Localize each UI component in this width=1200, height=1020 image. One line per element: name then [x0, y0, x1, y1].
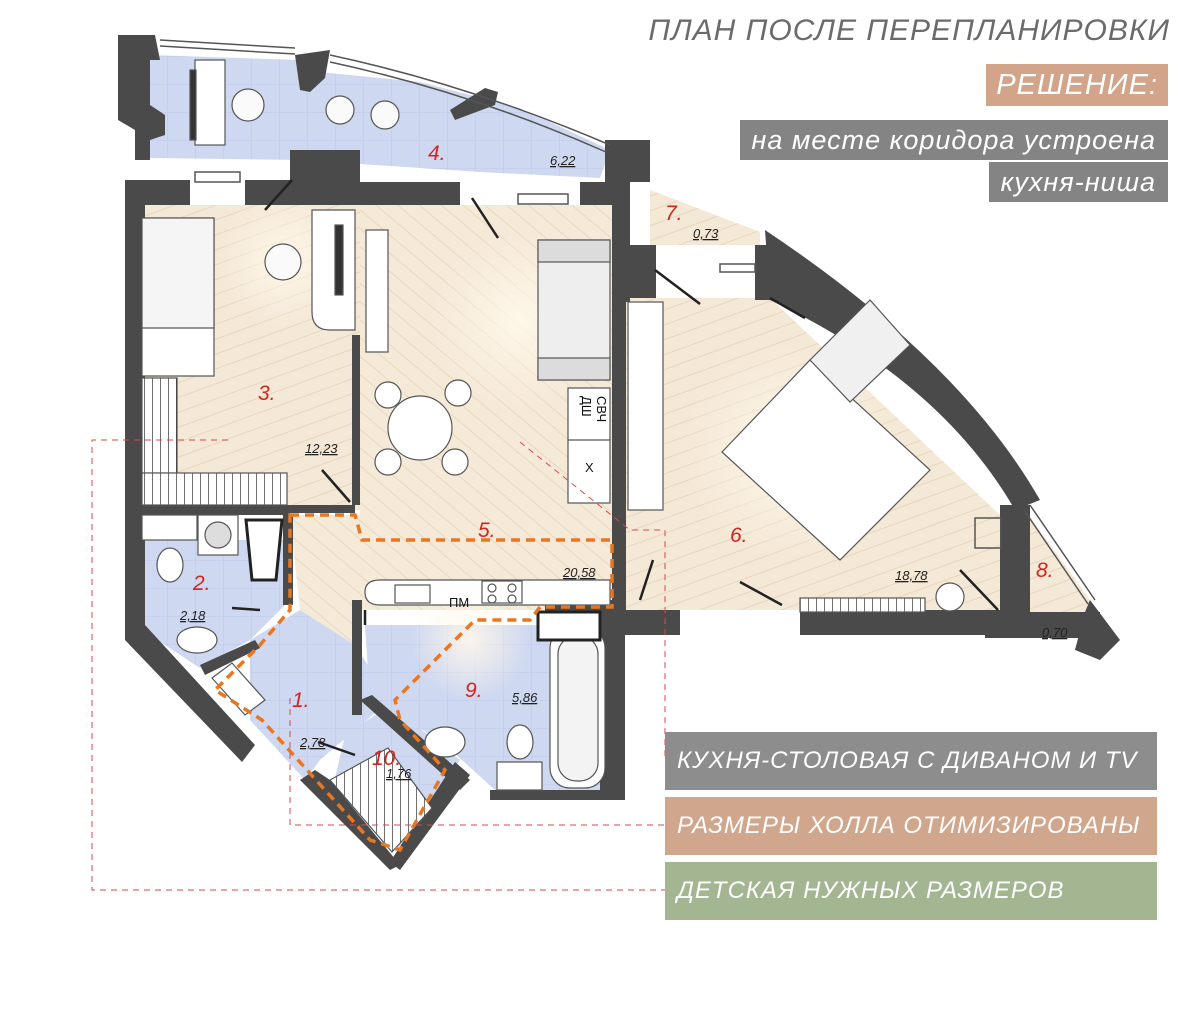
kitchen-callout-label: КУХНЯ-СТОЛОВАЯ С ДИВАНОМ И TV — [665, 732, 1157, 790]
room-area-6: 18,78 — [895, 568, 928, 583]
solution-badge: РЕШЕНИЕ: — [986, 64, 1168, 106]
room-area-9: 5,86 — [512, 690, 538, 705]
floor-closet-7 — [650, 190, 760, 245]
doors — [231, 179, 999, 757]
walls — [118, 35, 1120, 870]
hall-callout-label: РАЗМЕРЫ ХОЛЛА ОТИМИЗИРОВАНЫ — [665, 797, 1157, 855]
room-number-3: 3. — [258, 382, 276, 405]
room-number-4: 4. — [428, 142, 446, 165]
room-number-5: 5. — [478, 519, 496, 542]
room-number-1: 1. — [292, 689, 310, 712]
room-area-7: 0,73 — [693, 226, 719, 241]
highlight-outlines — [212, 513, 614, 853]
solution-note-line1: на месте коридора устроена — [739, 120, 1168, 160]
dishwasher-tag: ДШ — [579, 396, 594, 417]
child-room-callout-label: ДЕТСКАЯ НУЖНЫХ РАЗМЕРОВ — [665, 862, 1157, 920]
room-number-9: 9. — [465, 679, 483, 702]
room-area-2: 2,18 — [179, 608, 206, 623]
room-area-8: 0,70 — [1042, 625, 1068, 640]
room-area-10: 1,76 — [386, 766, 412, 781]
dishwasher-under-tag: ПМ — [449, 595, 469, 610]
room-area-4: 6,22 — [550, 153, 576, 168]
callout-lines — [91, 439, 666, 891]
furniture — [141, 59, 965, 853]
room-area-3: 12,23 — [305, 441, 338, 456]
microwave-tag: СВЧ — [594, 396, 609, 422]
room-area-1: 2,78 — [299, 735, 326, 750]
fridge-tag: Х — [585, 460, 594, 475]
room-number-6: 6. — [730, 524, 748, 547]
room-number-8: 8. — [1036, 559, 1054, 582]
room-area-5: 20,58 — [562, 565, 596, 580]
windows — [159, 39, 1096, 605]
room-number-7: 7. — [665, 202, 683, 225]
room-number-10: 10. — [372, 747, 401, 770]
room-number-2: 2. — [192, 572, 211, 595]
solution-note-line2: кухня-ниша — [988, 162, 1168, 202]
page-title: ПЛАН ПОСЛЕ ПЕРЕПЛАНИРОВКИ — [648, 14, 1170, 47]
